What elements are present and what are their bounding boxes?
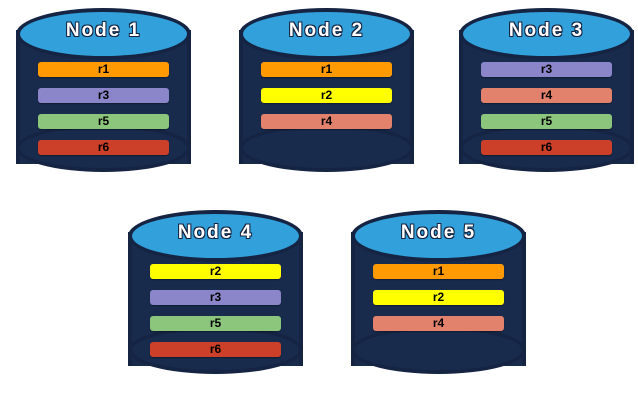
record-bar[interactable]: r3 (481, 62, 612, 77)
record-list: r1 r2 r4 (261, 62, 392, 129)
record-bar[interactable]: r1 (373, 264, 504, 279)
cylinder-top-ellipse (16, 8, 191, 60)
record-bar[interactable]: r5 (150, 316, 281, 331)
cylinder-bottom-ellipse (239, 124, 414, 172)
record-bar[interactable]: r6 (38, 140, 169, 155)
record-bar[interactable]: r2 (150, 264, 281, 279)
node-title-label: Node 3 (508, 20, 585, 41)
database-node-5[interactable]: Node 5 r1 r2 r4 (347, 208, 530, 389)
cylinder-bottom-ellipse (351, 326, 526, 374)
record-bar[interactable]: r3 (38, 88, 169, 103)
database-node-3[interactable]: Node 3 r3 r4 r5 r6 (455, 6, 638, 187)
record-bar[interactable]: r3 (150, 290, 281, 305)
database-node-1[interactable]: Node 1 r1 r3 r5 r6 (12, 6, 195, 187)
cylinder-top-ellipse (128, 210, 303, 262)
node-title-label: Node 1 (65, 20, 142, 41)
record-list: r3 r4 r5 r6 (481, 62, 612, 155)
record-bar[interactable]: r6 (150, 342, 281, 357)
record-bar[interactable]: r2 (261, 88, 392, 103)
record-bar[interactable]: r4 (261, 114, 392, 129)
record-bar[interactable]: r6 (481, 140, 612, 155)
database-node-4[interactable]: Node 4 r2 r3 r5 r6 (124, 208, 307, 389)
record-bar[interactable]: r1 (261, 62, 392, 77)
record-bar[interactable]: r4 (481, 88, 612, 103)
record-bar[interactable]: r4 (373, 316, 504, 331)
record-bar[interactable]: r2 (373, 290, 504, 305)
record-bar[interactable]: r5 (481, 114, 612, 129)
node-title-label: Node 4 (177, 222, 254, 243)
cylinder-top-ellipse (351, 210, 526, 262)
cylinder-top-ellipse (459, 8, 634, 60)
cylinder-top-ellipse (239, 8, 414, 60)
record-list: r2 r3 r5 r6 (150, 264, 281, 357)
record-list: r1 r3 r5 r6 (38, 62, 169, 155)
node-title-label: Node 5 (400, 222, 477, 243)
record-bar[interactable]: r5 (38, 114, 169, 129)
record-bar[interactable]: r1 (38, 62, 169, 77)
node-title-label: Node 2 (288, 20, 365, 41)
database-node-2[interactable]: Node 2 r1 r2 r4 (235, 6, 418, 187)
record-list: r1 r2 r4 (373, 264, 504, 331)
